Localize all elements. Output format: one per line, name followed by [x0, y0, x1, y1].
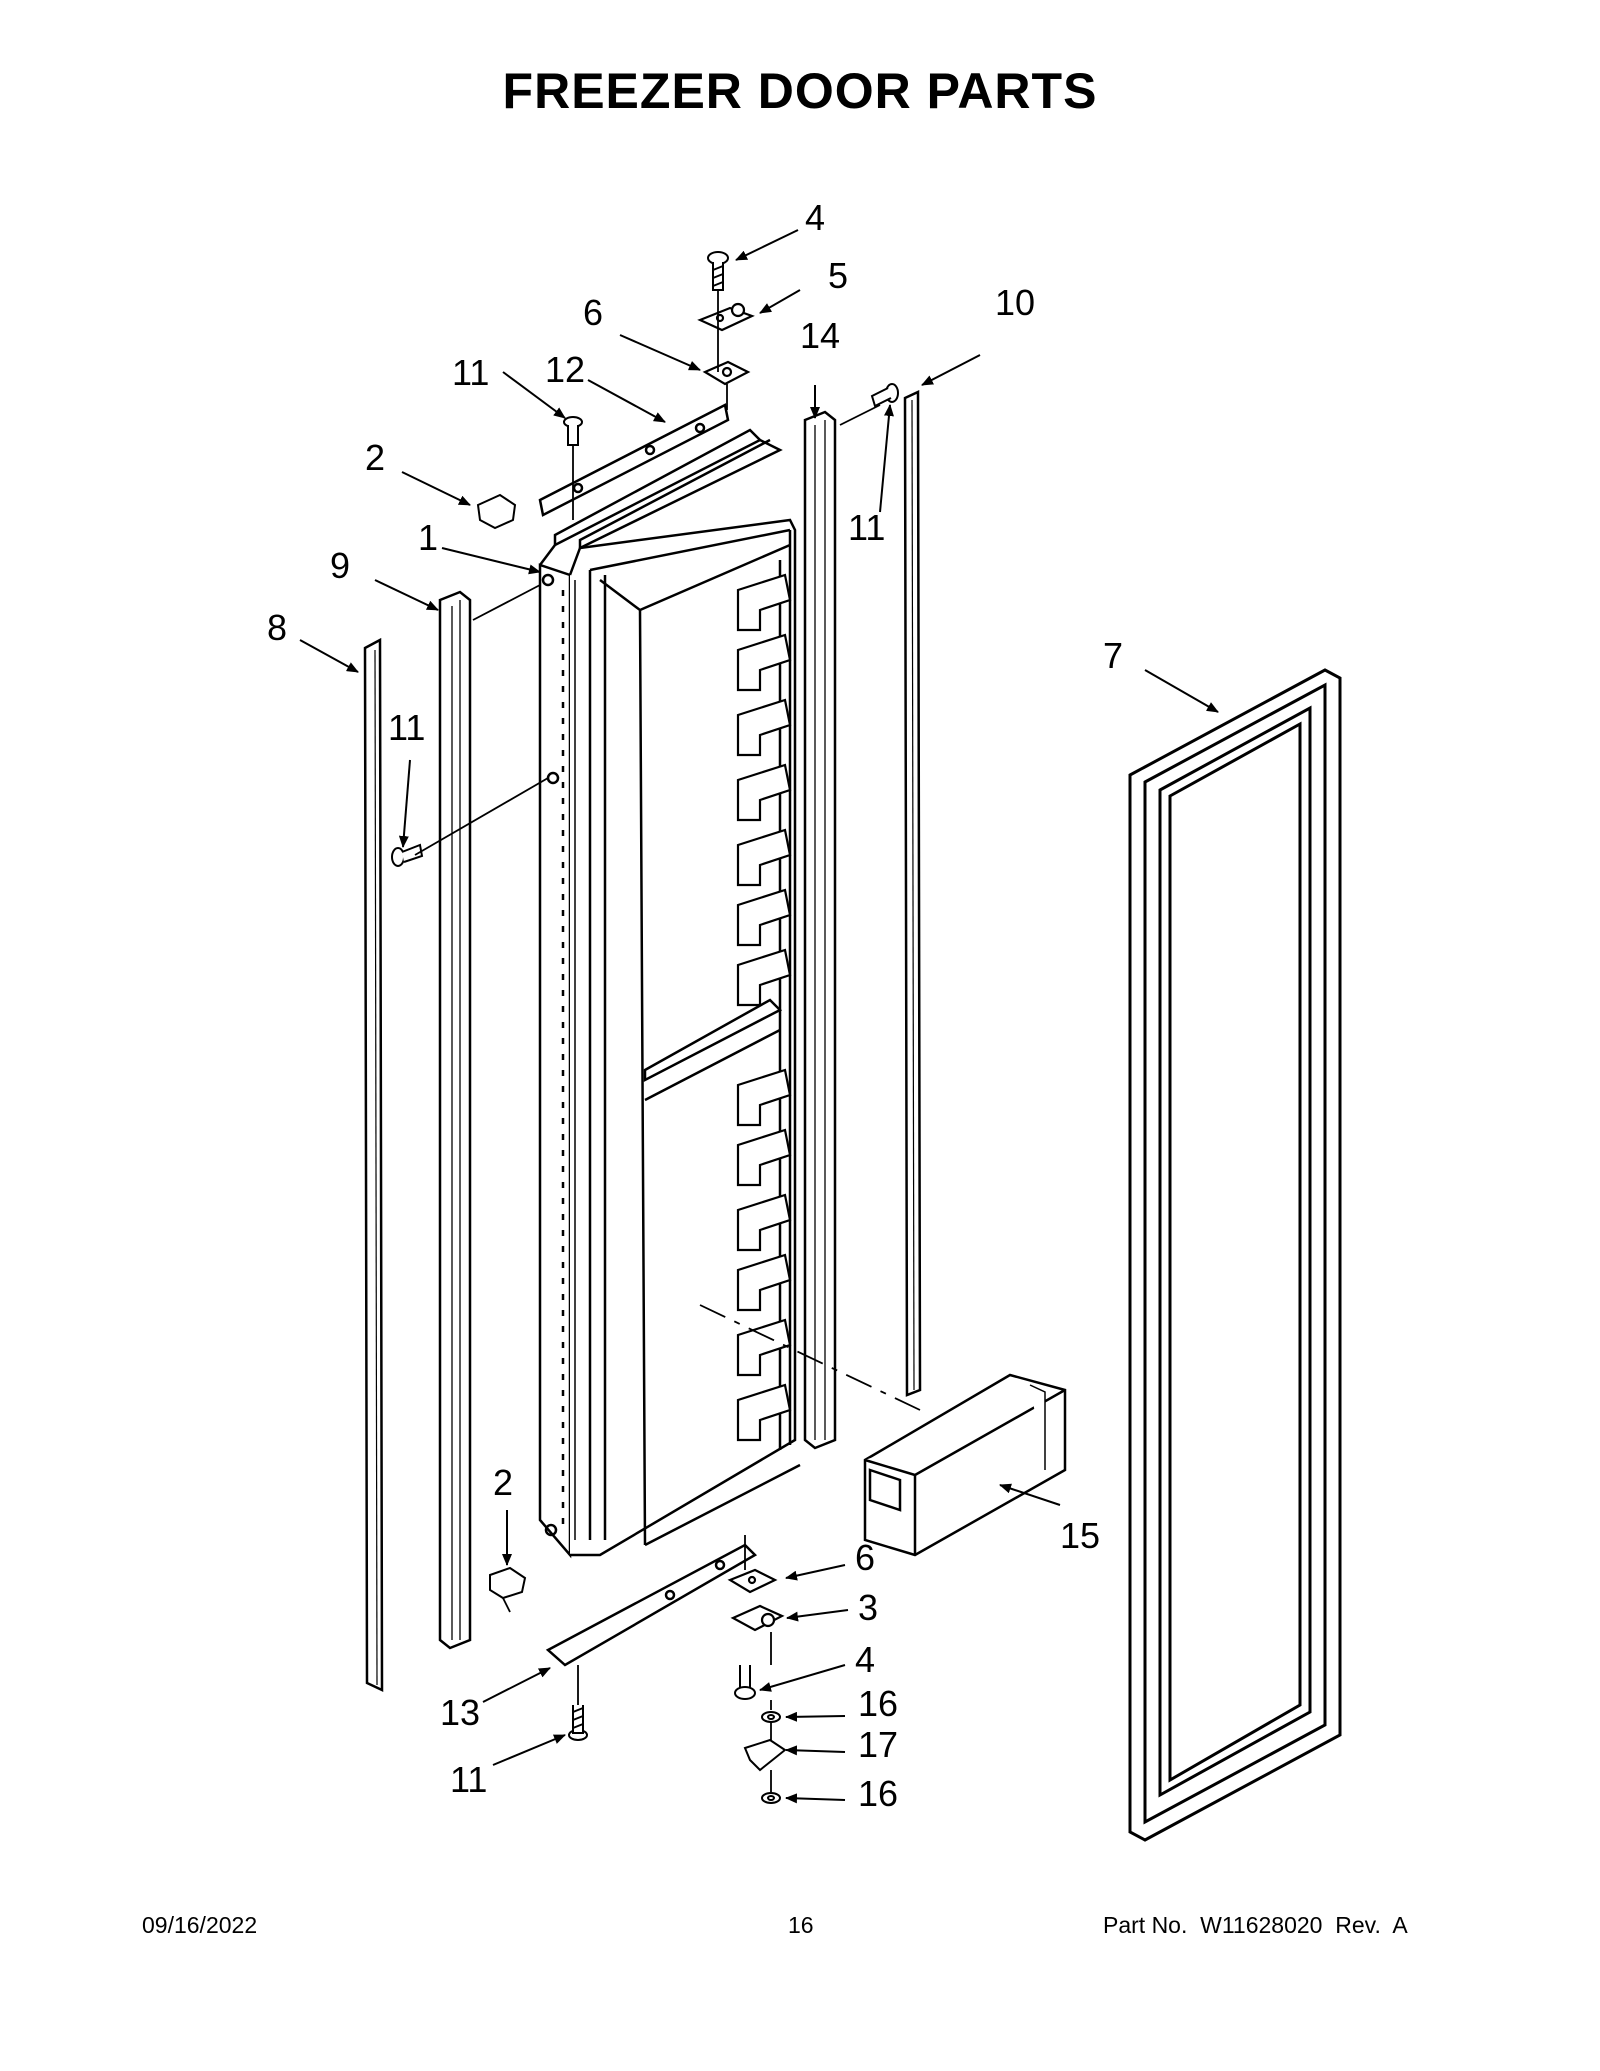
- callout-2-top: 2: [365, 437, 385, 478]
- left-channel-part-9: [438, 590, 472, 1650]
- cam-part-17: [743, 1738, 787, 1772]
- hinge-shim-part-6-top: [702, 360, 751, 386]
- callout-13: 13: [440, 1692, 480, 1733]
- callout-4-bottom: 4: [855, 1639, 875, 1680]
- callout-12: 12: [545, 349, 585, 390]
- callout-16-a: 16: [858, 1683, 898, 1724]
- right-trim-part-10: [903, 390, 922, 1397]
- callout-11-b: 11: [848, 507, 885, 548]
- callout-14: 14: [800, 315, 840, 356]
- callout-11-c: 11: [388, 707, 425, 748]
- footer-part-number: Part No. W11628020 Rev. A: [1103, 1912, 1408, 1938]
- screw-part-4-top: [707, 251, 729, 291]
- hinge-pin-part-2-bottom: [489, 1566, 527, 1600]
- right-channel-part-14: [803, 410, 837, 1450]
- hinge-pin-part-2-top: [476, 493, 517, 530]
- hinge-shim-part-6-bottom: [727, 1568, 778, 1594]
- washer-part-16-b: [761, 1792, 781, 1804]
- callout-4-top: 4: [805, 197, 825, 238]
- callout-11-d: 11: [450, 1759, 487, 1800]
- top-trim-part-12: [538, 403, 730, 517]
- callout-17: 17: [858, 1724, 898, 1765]
- callout-16-b: 16: [858, 1773, 898, 1814]
- callout-2-bottom: 2: [493, 1462, 513, 1503]
- callout-7: 7: [1103, 635, 1123, 676]
- door-bin-part-15: [863, 1373, 1067, 1557]
- callout-8: 8: [267, 607, 287, 648]
- top-hinge-part-5: [697, 302, 755, 332]
- screw-part-11-d: [568, 1705, 588, 1741]
- page-title: FREEZER DOOR PARTS: [502, 63, 1098, 119]
- door-liner-ribs: [736, 573, 792, 1442]
- screw-part-4-bottom: [734, 1665, 756, 1700]
- screw-part-11-c: [391, 843, 424, 867]
- door-gasket-part-7: [1128, 668, 1342, 1842]
- callout-9: 9: [330, 545, 350, 586]
- bottom-hinge-part-3: [730, 1604, 785, 1632]
- screw-part-11-b: [870, 383, 899, 408]
- bottom-trim-part-13: [545, 1543, 758, 1667]
- left-trim-part-8: [363, 637, 384, 1692]
- callout-1: 1: [418, 517, 438, 558]
- callout-11-a: 11: [452, 352, 489, 393]
- callout-6-top: 6: [583, 292, 603, 333]
- footer-date: 09/16/2022: [142, 1912, 258, 1938]
- callout-6-bottom: 6: [855, 1537, 875, 1578]
- callout-numbers: 4 5 6 14 10 11 12 2 11 1 9 8 7 11 2 15 6…: [267, 197, 1123, 1814]
- callout-15: 15: [1060, 1515, 1100, 1556]
- footer-page-number: 16: [788, 1912, 814, 1938]
- callout-3: 3: [858, 1587, 878, 1628]
- callout-5: 5: [828, 255, 848, 296]
- assembly-guide-lines: [414, 290, 921, 1792]
- screw-part-11-a: [563, 416, 583, 446]
- callout-10: 10: [995, 282, 1035, 323]
- callout-leaders: [299, 229, 1219, 1804]
- washer-part-16-a: [761, 1711, 781, 1723]
